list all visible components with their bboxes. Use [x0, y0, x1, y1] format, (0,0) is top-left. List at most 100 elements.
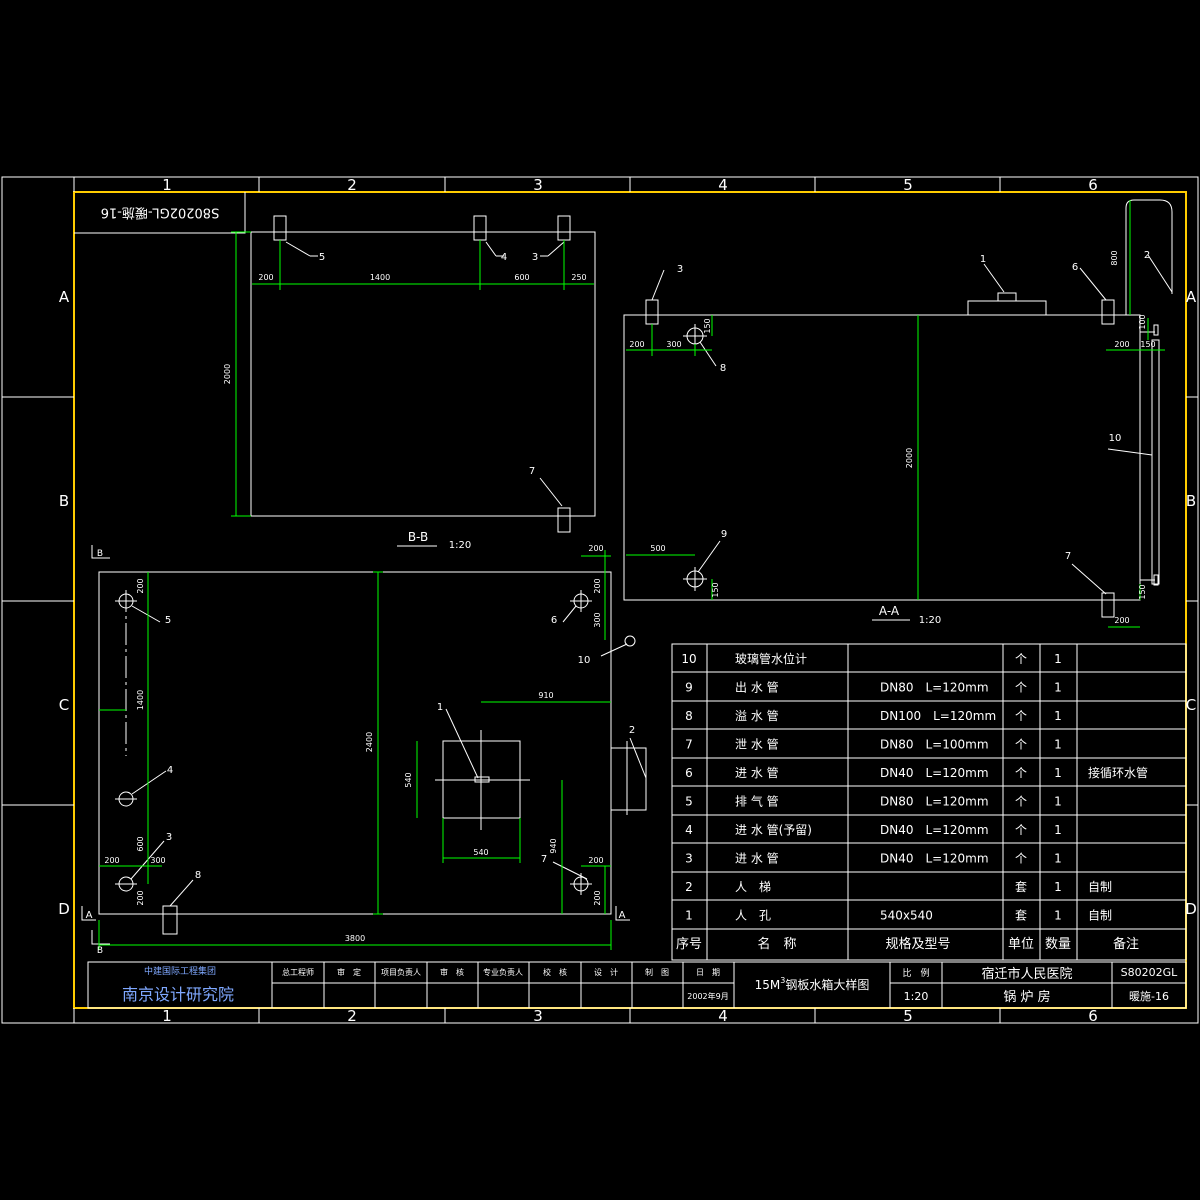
aa-dim-150-br: 150: [1138, 584, 1147, 599]
project-number: S80202GL: [1121, 966, 1178, 979]
parts-cell-name: 人 梯: [735, 880, 771, 894]
aa-dim-2000: 2000: [905, 448, 914, 468]
plan-section-mark-b-top: B: [97, 549, 103, 559]
aa-tag-3: 3: [677, 264, 683, 275]
company-group: 中建国际工程集团: [144, 965, 216, 977]
aa-tag-1: 1: [980, 254, 986, 265]
aa-tag-6: 6: [1072, 262, 1078, 273]
grid-col-top-6: 6: [1088, 176, 1098, 194]
plan-tag-7: 7: [541, 854, 547, 865]
plan-dim-2400: 2400: [365, 732, 374, 752]
role-checker: 校 核: [543, 967, 567, 977]
parts-table-row: 4 进 水 管(予留) DN40 L=120mm 个 1: [685, 822, 1062, 837]
plan-section-mark-a-right: A: [619, 910, 626, 921]
plan-dim-300-b: 300: [150, 856, 165, 865]
parts-cell-note: 接循环水管: [1088, 765, 1148, 780]
plan-dim-540-v: 540: [404, 772, 413, 787]
aa-tank-outline: [623, 314, 1141, 601]
plan-section-mark-a-left: A: [86, 910, 93, 921]
parts-cell-no: 4: [685, 823, 693, 837]
aa-dim-150-right: 150: [1140, 340, 1155, 349]
parts-cell-unit: 个: [1015, 652, 1027, 666]
parts-cell-unit: 个: [1015, 823, 1027, 837]
bb-scale: 1:20: [449, 540, 471, 551]
grid-col-bottom-2: 2: [347, 1007, 357, 1025]
plan-tag-1: 1: [437, 702, 443, 713]
corner-drawing-number: S80202GL-暖施-16: [101, 205, 220, 220]
parts-cell-unit: 个: [1015, 738, 1027, 752]
parts-cell-unit: 个: [1015, 852, 1027, 866]
grid-col-bottom-5: 5: [903, 1007, 913, 1025]
parts-cell-name: 泄 水 管: [735, 737, 779, 752]
bb-dim-250: 250: [571, 273, 586, 282]
parts-cell-unit: 个: [1015, 766, 1027, 780]
aa-tag-7: 7: [1065, 551, 1071, 562]
grid-row-left-d: D: [58, 900, 70, 918]
plan-tank-outline: [98, 571, 612, 915]
plan-tag-10: 10: [578, 655, 591, 666]
plan-dim-200-b3: 200: [588, 856, 603, 865]
plan-tag-6: 6: [551, 615, 557, 626]
parts-cell-no: 9: [685, 681, 693, 695]
grid-row-right-d: D: [1185, 900, 1197, 918]
sheet-number: 暖施-16: [1129, 990, 1169, 1003]
plan-dim-1400: 1400: [136, 690, 145, 710]
parts-cell-qty: 1: [1054, 652, 1062, 666]
parts-cell-name: 进 水 管(予留): [735, 822, 812, 837]
grid-col-top-4: 4: [718, 176, 728, 194]
plan-dim-200-rb: 200: [593, 890, 602, 905]
title-block-frame: [87, 961, 1187, 1009]
parts-cell-note: 自制: [1088, 909, 1112, 923]
parts-cell-unit: 个: [1015, 681, 1027, 695]
aa-dim-200-bottom: 200: [1114, 616, 1129, 625]
parts-cell-name: 玻璃管水位计: [735, 651, 807, 666]
plan-dim-300: 300: [593, 612, 602, 627]
aa-tag-8: 8: [720, 363, 726, 374]
plan-ladder: [610, 747, 647, 811]
parts-cell-spec: DN40 L=120mm: [880, 823, 989, 837]
plan-section-mark-b-bottom: B: [97, 946, 103, 956]
aa-dim-200-right: 200: [1114, 340, 1129, 349]
parts-cell-no: 1: [685, 909, 693, 923]
aa-dim-500: 500: [650, 544, 665, 553]
role-chief-engineer: 总工程师: [282, 967, 314, 977]
parts-cell-note: 自制: [1088, 880, 1112, 894]
parts-header-unit: 单位: [1008, 937, 1034, 952]
client-name: 宿迁市人民医院: [981, 966, 1072, 982]
role-reviewer: 审 核: [440, 967, 464, 977]
outer-frame: [1, 176, 1199, 1024]
plan-tag-4: 4: [167, 765, 173, 776]
parts-cell-qty: 1: [1054, 880, 1062, 894]
bb-tank-outline: [250, 231, 596, 517]
role-drafter: 制 图: [645, 967, 669, 977]
parts-cell-qty: 1: [1054, 823, 1062, 837]
parts-cell-unit: 套: [1015, 880, 1027, 894]
grid-col-top-3: 3: [533, 176, 543, 194]
grid-row-left-c: C: [59, 696, 69, 714]
bb-tag-4: 4: [501, 252, 507, 263]
parts-cell-no: 10: [681, 652, 696, 666]
parts-cell-spec: DN80 L=120mm: [880, 795, 989, 809]
title-date-value: 2002年9月: [687, 991, 728, 1001]
parts-cell-spec: DN80 L=100mm: [880, 738, 989, 752]
parts-cell-unit: 个: [1015, 709, 1027, 723]
bb-pipe-7: [557, 507, 571, 533]
plan-dim-200-b2: 200: [136, 890, 145, 905]
role-designer: 设 计: [594, 967, 618, 977]
parts-cell-name: 人 孔: [735, 909, 771, 923]
parts-cell-spec: DN40 L=120mm: [880, 766, 989, 780]
bb-dim-600: 600: [514, 273, 529, 282]
plan-dim-910: 910: [538, 691, 553, 700]
aa-tag-10: 10: [1109, 433, 1122, 444]
grid-col-top-1: 1: [162, 176, 172, 194]
parts-cell-no: 6: [685, 766, 693, 780]
grid-row-right-c: C: [1186, 696, 1196, 714]
grid-row-left-b: B: [59, 492, 69, 510]
aa-scale: 1:20: [919, 615, 941, 626]
parts-cell-name: 进 水 管: [735, 765, 779, 780]
corner-number-box: S80202GL-暖施-16: [74, 192, 246, 234]
